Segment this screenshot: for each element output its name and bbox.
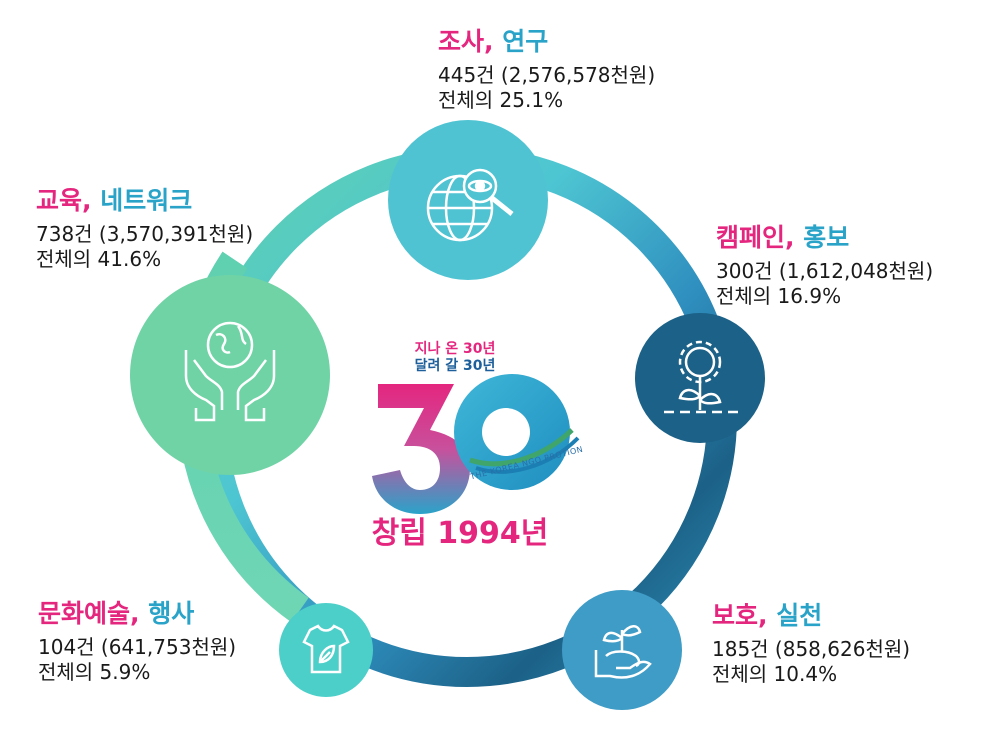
globe-magnifier-icon [426, 168, 514, 242]
education-node [130, 275, 330, 475]
hands-globe-icon [184, 321, 276, 422]
campaign-title: 캠페인, 홍보 [716, 223, 850, 252]
protect-count: 185건 (858,626천원) [712, 637, 911, 662]
research-share: 전체의 25.1% [438, 88, 564, 113]
protect-label: 보호, 실천 185건 (858,626천원) 전체의 10.4% [712, 600, 910, 687]
protect-title: 보호, 실천 [712, 601, 823, 630]
campaign-label: 캠페인, 홍보 300건 (1,612,048천원) 전체의 16.9% [716, 222, 933, 309]
culture-node [279, 603, 373, 697]
education-label: 교육, 네트워크 738건 (3,570,391천원) 전체의 41.6% [36, 185, 253, 272]
education-title: 교육, 네트워크 [36, 186, 193, 215]
logo-tagline-2: 달려 갈 30년 [414, 358, 496, 374]
culture-title: 문화예술, 행사 [38, 599, 195, 628]
culture-count: 104건 (641,753천원) [38, 635, 237, 660]
gear-plant-icon [664, 340, 740, 414]
campaign-share: 전체의 16.9% [716, 284, 842, 309]
culture-share: 전체의 5.9% [38, 660, 151, 685]
campaign-count: 300건 (1,612,048천원) [716, 259, 934, 284]
research-node [388, 120, 548, 280]
logo-digit-three [372, 384, 470, 514]
founded-year: 창립 1994년 [371, 516, 549, 551]
anniversary-logo [372, 374, 580, 514]
campaign-node [635, 313, 765, 443]
protect-share: 전체의 10.4% [712, 662, 838, 687]
research-count: 445건 (2,576,578천원) [438, 63, 656, 88]
logo-tagline-1: 지나 온 30년 [414, 341, 496, 357]
research-title: 조사, 연구 [438, 27, 549, 56]
education-count: 738건 (3,570,391천원) [36, 222, 254, 247]
education-share: 전체의 41.6% [36, 247, 162, 272]
culture-label: 문화예술, 행사 104건 (641,753천원) 전체의 5.9% [38, 598, 236, 685]
protect-node [562, 590, 682, 710]
tshirt-leaf-icon [302, 624, 350, 674]
research-label: 조사, 연구 445건 (2,576,578천원) 전체의 25.1% [438, 26, 655, 113]
hand-sprout-icon [594, 625, 652, 679]
